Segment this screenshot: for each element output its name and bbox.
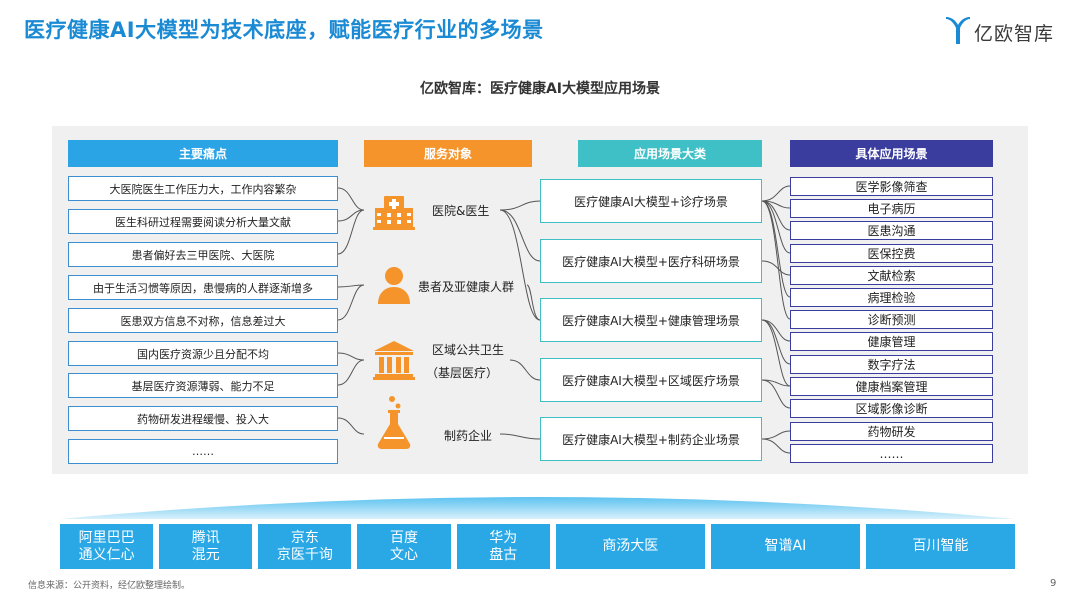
scenario-item: 文献检索 bbox=[790, 266, 993, 285]
connector-pain-5 bbox=[337, 284, 365, 321]
header-service-targets: 服务对象 bbox=[364, 140, 532, 167]
connector-cat5-2 bbox=[761, 438, 791, 454]
scenario-item: 诊断预测 bbox=[790, 310, 993, 329]
source-note: 信息来源：公开资料，经亿欧整理绘制。 bbox=[28, 581, 191, 591]
connector-target-3 bbox=[509, 359, 541, 381]
connector-cat1-3 bbox=[761, 200, 791, 231]
scenario-item: 病理检验 bbox=[790, 288, 993, 307]
connector-target-4 bbox=[499, 433, 541, 440]
scenario-item: …… bbox=[790, 444, 993, 463]
vendor-item: 智谱AI bbox=[710, 524, 860, 569]
scenario-item: 医患沟通 bbox=[790, 221, 993, 240]
foundation-arc bbox=[60, 497, 1015, 519]
connector-cat2-1 bbox=[761, 260, 791, 276]
header-scenario-categories: 应用场景大类 bbox=[578, 140, 762, 167]
connector-cat1-4 bbox=[761, 200, 791, 254]
scenario-item: 医学影像筛查 bbox=[790, 177, 993, 196]
pain-point-item: 患者偏好去三甲医院、大医院 bbox=[68, 242, 338, 267]
scenario-item: 数字疗法 bbox=[790, 355, 993, 374]
hospital-icon bbox=[373, 196, 415, 230]
category-item: 医疗健康AI大模型+医疗科研场景 bbox=[540, 239, 762, 283]
category-item: 医疗健康AI大模型+健康管理场景 bbox=[540, 298, 762, 342]
connector-cat3-2 bbox=[761, 319, 791, 365]
target-label-pharma: 制药企业 bbox=[444, 429, 493, 443]
pain-point-item: 医患双方信息不对称，信息差过大 bbox=[68, 308, 338, 333]
connector-pain-1 bbox=[337, 187, 365, 211]
public-building-icon bbox=[373, 341, 415, 380]
connector-target-1a bbox=[499, 200, 541, 211]
target-label-grassroots: （基层医疗） bbox=[426, 366, 499, 380]
vendor-item: 京东 京医千询 bbox=[258, 524, 352, 569]
category-item: 医疗健康AI大模型+诊疗场景 bbox=[540, 179, 762, 223]
logo-text: 亿欧智库 bbox=[974, 23, 1055, 45]
brand-logo: 亿欧智库 bbox=[944, 16, 1060, 48]
connector-cat4-2 bbox=[761, 379, 791, 387]
connector-target-2 bbox=[526, 284, 541, 321]
connector-pain-6 bbox=[337, 352, 365, 361]
connector-pain-3 bbox=[337, 209, 365, 255]
page-title: 医疗健康AI大模型为技术底座，赋能医疗行业的多场景 bbox=[24, 18, 544, 42]
connector-cat3-3 bbox=[761, 319, 791, 387]
header-pain-points: 主要痛点 bbox=[68, 140, 338, 167]
person-icon bbox=[378, 267, 410, 304]
scenario-item: 医保控费 bbox=[790, 244, 993, 263]
scenario-item: 区域影像诊断 bbox=[790, 399, 993, 418]
pain-point-item: 国内医疗资源少且分配不均 bbox=[68, 341, 338, 366]
vendor-item: 商汤大医 bbox=[555, 524, 705, 569]
connector-cat4-1 bbox=[761, 379, 791, 409]
pain-point-item: 药物研发进程缓慢、投入大 bbox=[68, 406, 338, 431]
yiou-logo-icon bbox=[946, 17, 970, 44]
scenario-item: 电子病历 bbox=[790, 199, 993, 218]
connector-pain-7 bbox=[337, 359, 365, 386]
scenario-item: 药物研发 bbox=[790, 422, 993, 441]
pain-point-item: …… bbox=[68, 439, 338, 464]
vendor-bar: 阿里巴巴 通义仁心 腾讯 混元 京东 京医千询 百度 文心 华为 盘古 商汤大医… bbox=[60, 524, 1015, 569]
category-item: 医疗健康AI大模型+制药企业场景 bbox=[540, 417, 762, 461]
header-specific-scenarios: 具体应用场景 bbox=[790, 140, 993, 167]
target-label-patients: 患者及亚健康人群 bbox=[418, 280, 515, 294]
scenario-item: 健康管理 bbox=[790, 332, 993, 351]
connector-pain-4 bbox=[337, 284, 365, 288]
pain-point-item: 医生科研过程需要阅读分析大量文献 bbox=[68, 209, 338, 234]
category-item: 医疗健康AI大模型+区域医疗场景 bbox=[540, 358, 762, 402]
scenario-item: 健康档案管理 bbox=[790, 377, 993, 396]
vendor-item: 华为 盘古 bbox=[456, 524, 550, 569]
pain-point-item: 由于生活习惯等原因，患慢病的人群逐渐增多 bbox=[68, 275, 338, 300]
target-label-hospital: 医院&医生 bbox=[432, 204, 490, 218]
vendor-item: 百度 文心 bbox=[357, 524, 451, 569]
diagram-subtitle: 亿欧智库：医疗健康AI大模型应用场景 bbox=[419, 81, 661, 97]
connector-cat5-1 bbox=[761, 430, 791, 440]
connector-target-1b bbox=[499, 209, 541, 262]
pain-point-item: 基层医疗资源薄弱、能力不足 bbox=[68, 373, 338, 398]
connector-cat1-1 bbox=[761, 185, 791, 202]
connector-pain-8 bbox=[337, 417, 365, 435]
target-label-public-health: 区域公共卫生 bbox=[432, 343, 505, 357]
vendor-item: 百川智能 bbox=[865, 524, 1015, 569]
connector-cat1-6 bbox=[761, 200, 791, 320]
flask-icon bbox=[377, 396, 411, 449]
vendor-item: 腾讯 混元 bbox=[159, 524, 253, 569]
pain-point-item: 大医院医生工作压力大，工作内容繁杂 bbox=[68, 176, 338, 201]
page-number: 9 bbox=[1050, 578, 1057, 589]
connector-target-1c bbox=[499, 209, 541, 321]
vendor-item: 阿里巴巴 通义仁心 bbox=[60, 524, 154, 569]
